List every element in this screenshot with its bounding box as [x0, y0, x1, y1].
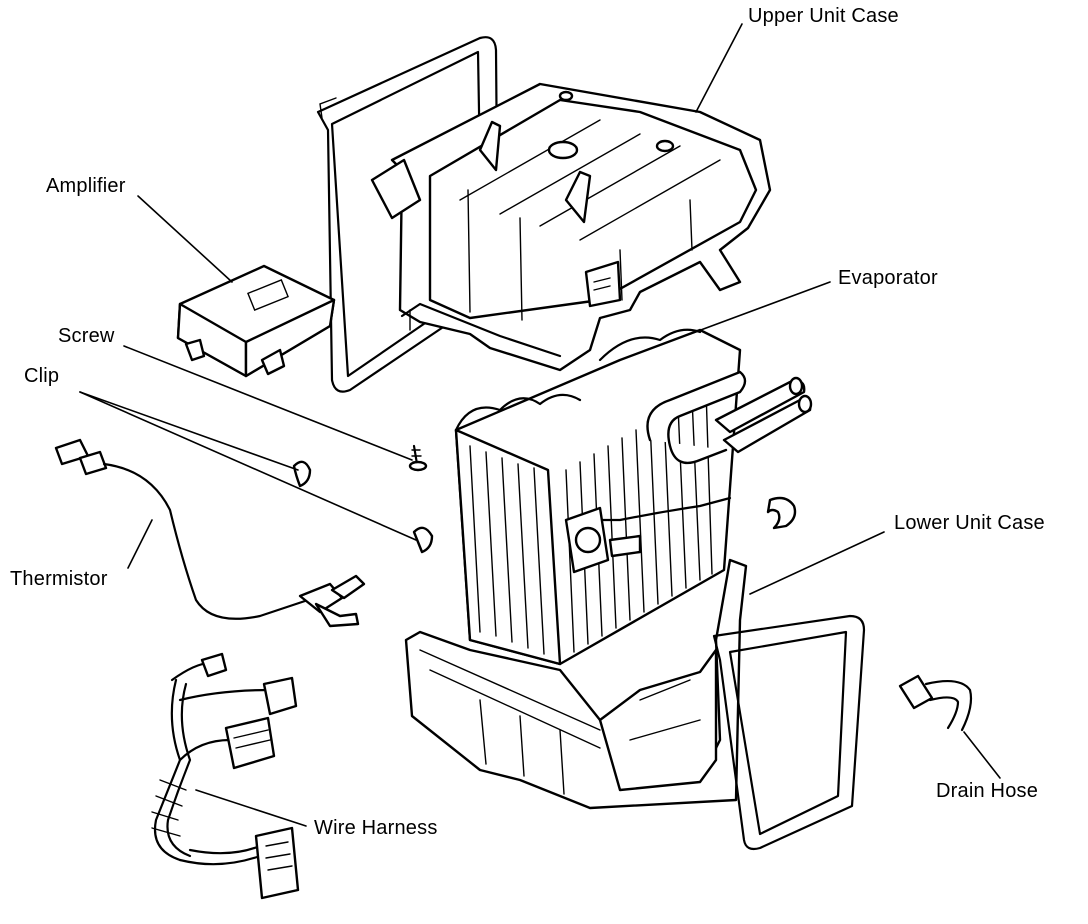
leader-drain-hose: [963, 731, 1001, 779]
clip-loose-right: [766, 496, 797, 530]
label-upper-unit-case: Upper Unit Case: [748, 5, 899, 27]
upper-unit-case: [370, 82, 772, 372]
leader-clip-1: [79, 391, 299, 471]
leader-clip-2: [79, 391, 417, 541]
label-wire-harness: Wire Harness: [314, 817, 438, 839]
lower-gasket-frame: [712, 614, 866, 851]
screw-part: [408, 444, 428, 472]
thermistor-part: [54, 438, 366, 628]
leader-lines: [79, 23, 1001, 827]
label-amplifier: Amplifier: [46, 175, 126, 197]
label-clip: Clip: [24, 365, 60, 387]
evaporator-core: [454, 328, 813, 666]
label-drain-hose: Drain Hose: [936, 780, 1039, 802]
label-screw: Screw: [58, 325, 115, 347]
drain-hose-part: [898, 674, 973, 732]
leader-upper-unit-case: [695, 23, 743, 113]
leader-wire-harness: [195, 789, 307, 827]
leader-thermistor: [127, 519, 153, 569]
leader-evaporator: [689, 281, 831, 335]
label-evaporator: Evaporator: [838, 267, 938, 289]
leader-lower-unit-case: [749, 531, 885, 595]
amplifier-unit: [176, 264, 336, 378]
leader-amplifier: [137, 195, 233, 283]
clip-parts: [292, 460, 434, 554]
label-lower-unit-case: Lower Unit Case: [894, 512, 1045, 534]
leader-screw: [123, 345, 413, 461]
wire-harness-part: [151, 652, 300, 900]
label-thermistor: Thermistor: [10, 568, 108, 590]
lower-unit-case: [404, 558, 748, 810]
